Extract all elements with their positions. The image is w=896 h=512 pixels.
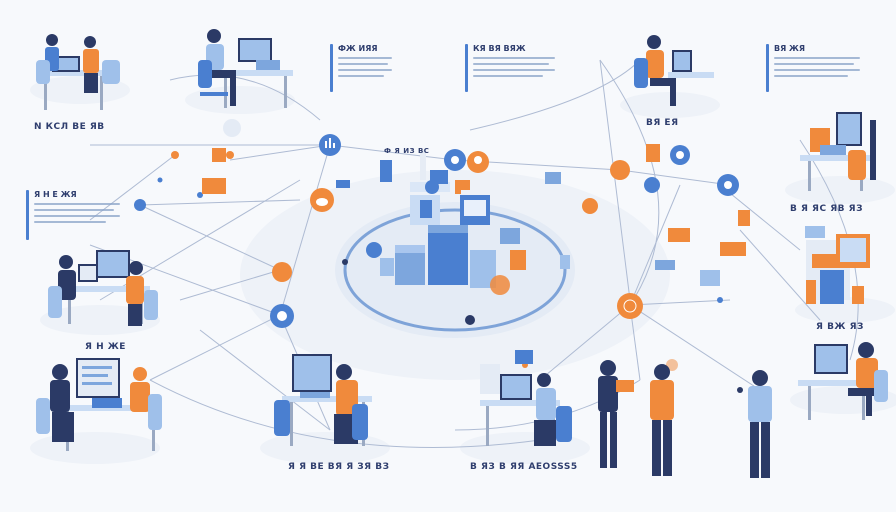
- text-block-d: Я Н Е ЖЯ: [26, 190, 126, 240]
- label-right-mid-lower: Я ВЖ ЯЗ: [816, 322, 864, 332]
- scene-workstation-right-mid: [806, 234, 870, 304]
- lightbulb-icon: [272, 262, 292, 282]
- text-block-c: ВЯ ЖЯ: [766, 44, 866, 92]
- label-bottom-center-left: Я Я ВЕ ВЯ Я ЗЯ ВЗ: [288, 462, 389, 472]
- text-block-d-heading: Я Н Е ЖЯ: [34, 190, 126, 199]
- label-top-left: N КСЛ ВЕ ЯВ: [34, 122, 105, 132]
- user-icon: [582, 198, 598, 214]
- lightbulb-icon: [467, 151, 489, 173]
- label-right-mid-upper: В Я ЯС ЯВ ЯЗ: [790, 204, 863, 214]
- network-node-icon: [366, 242, 382, 258]
- accent-bar: [766, 44, 769, 92]
- globe-icon: [617, 293, 643, 319]
- chart-icon: [319, 134, 341, 156]
- label-bottom-center-right: В ЯЗ В ЯЯ AEOSSS5: [470, 462, 578, 472]
- label-scene-top-center: Ф Я ИЗ ВС: [384, 147, 429, 155]
- gear-icon: [644, 177, 660, 193]
- cloud-icon: [310, 188, 334, 212]
- gear-icon: [717, 174, 739, 196]
- label-top-right: ВЯ ЕЯ: [646, 118, 679, 128]
- gear-icon: [444, 149, 466, 171]
- accent-bar: [465, 44, 468, 92]
- text-block-b-heading: КЯ ВЯ ВЯЖ: [473, 44, 565, 53]
- text-block-a-heading: ФЖ ИЯЯ: [338, 44, 400, 53]
- globe-icon: [610, 160, 630, 180]
- network-node-icon: [425, 180, 439, 194]
- gear-icon: [270, 304, 294, 328]
- gear-icon: [134, 199, 146, 211]
- accent-bar: [330, 44, 333, 92]
- text-block-b: КЯ ВЯ ВЯЖ: [465, 44, 565, 92]
- text-block-c-heading: ВЯ ЖЯ: [774, 44, 866, 53]
- label-mid-left: Я Н ЖЕ: [85, 342, 126, 352]
- scene-standing-people: [598, 360, 772, 478]
- accent-bar: [26, 190, 29, 240]
- network-node-icon: [670, 145, 690, 165]
- text-block-a: ФЖ ИЯЯ: [330, 44, 400, 92]
